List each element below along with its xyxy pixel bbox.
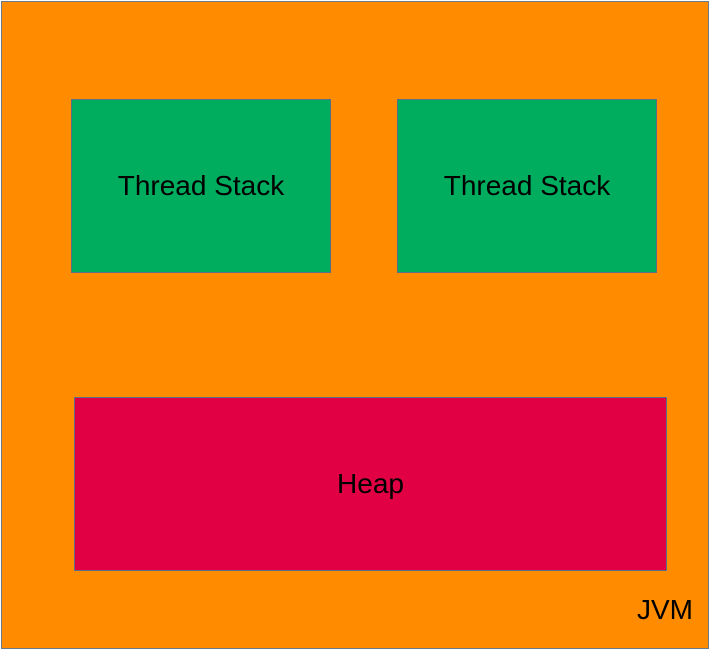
jvm-label: JVM bbox=[637, 594, 693, 625]
thread-stack-box-1: Thread Stack bbox=[71, 99, 331, 273]
thread-stack-label-2: Thread Stack bbox=[443, 170, 611, 201]
heap-box: Heap bbox=[74, 397, 667, 571]
thread-stack-label-1: Thread Stack bbox=[117, 170, 285, 201]
thread-stack-box-2: Thread Stack bbox=[397, 99, 657, 273]
heap-label: Heap bbox=[337, 468, 404, 499]
